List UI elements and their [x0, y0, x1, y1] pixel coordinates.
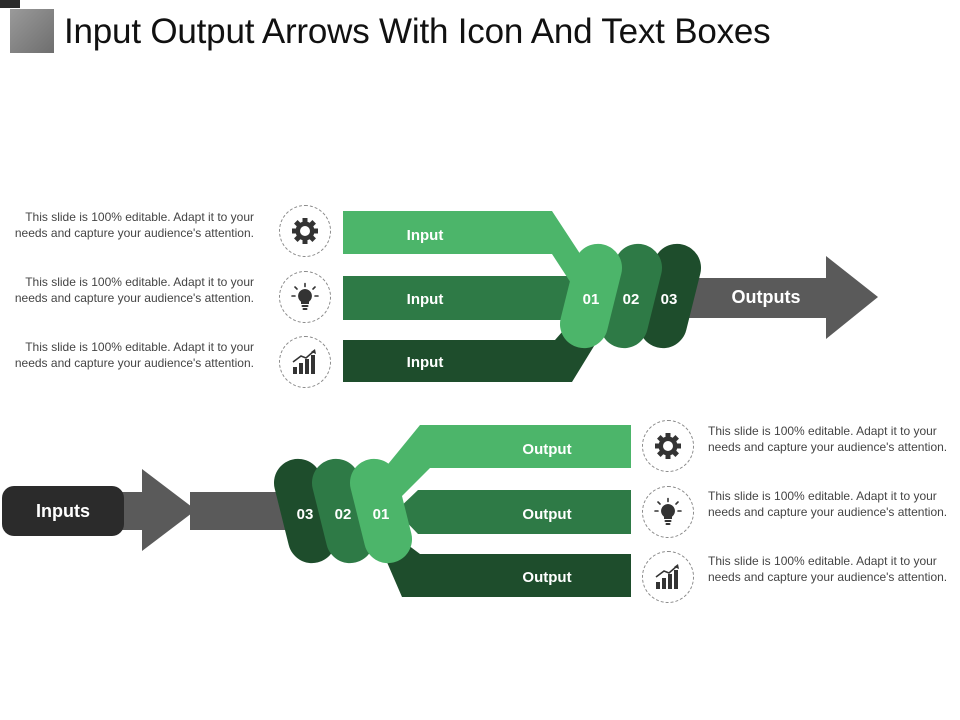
bottom-band-label-2: Output	[522, 506, 571, 523]
top-icon-circle-1	[279, 205, 331, 257]
top-band-label-2: Input	[407, 291, 444, 308]
bottom-icon-circle-3	[642, 551, 694, 603]
top-icon-circle-3	[279, 336, 331, 388]
top-oval-number-01: 01	[583, 291, 600, 308]
bottom-band-3	[380, 536, 631, 597]
bottom-band-label-1: Output	[522, 441, 571, 458]
outputs-arrow	[680, 256, 878, 339]
bottom-band-2	[396, 490, 631, 534]
lightbulb-icon	[291, 282, 319, 310]
bottom-oval-number-01: 01	[373, 506, 390, 523]
bar-chart-icon	[655, 564, 679, 589]
lightbulb-icon	[654, 497, 682, 525]
bar-chart-icon	[292, 349, 316, 374]
top-band-label-3: Input	[407, 354, 444, 371]
gear-icon	[655, 433, 681, 459]
inputs-pill-label: Inputs	[36, 500, 90, 521]
top-description-2: This slide is 100% editable. Adapt it to…	[14, 275, 254, 305]
slide-title: Input Output Arrows With Icon And Text B…	[64, 12, 771, 51]
top-band-1	[343, 211, 592, 300]
bottom-description-3: This slide is 100% editable. Adapt it to…	[708, 554, 948, 584]
gear-icon	[292, 218, 318, 244]
top-band-label-1: Input	[407, 227, 444, 244]
bottom-oval-01	[349, 458, 413, 564]
top-description-1: This slide is 100% editable. Adapt it to…	[14, 210, 254, 240]
bottom-band-1	[380, 425, 631, 502]
bottom-icon-circle-1	[642, 420, 694, 472]
top-description-3: This slide is 100% editable. Adapt it to…	[14, 340, 254, 370]
top-icon-circle-2	[279, 271, 331, 323]
bottom-oval-number-03: 03	[297, 506, 314, 523]
top-oval-number-03: 03	[661, 291, 678, 308]
outputs-arrow-label: Outputs	[732, 287, 801, 307]
inputs-arrow	[110, 469, 196, 551]
top-oval-number-02: 02	[623, 291, 640, 308]
bottom-description-2: This slide is 100% editable. Adapt it to…	[708, 489, 948, 519]
top-oval-01	[559, 243, 623, 349]
title-accent-square	[10, 9, 54, 53]
bottom-band-label-3: Output	[522, 569, 571, 586]
bottom-description-1: This slide is 100% editable. Adapt it to…	[708, 424, 948, 454]
top-band-3	[343, 300, 610, 382]
bottom-icon-circle-2	[642, 486, 694, 538]
inputs-pill: Inputs	[2, 486, 124, 536]
top-band-2	[343, 276, 580, 320]
bottom-oval-number-02: 02	[335, 506, 352, 523]
title-accent-bar	[0, 0, 20, 8]
